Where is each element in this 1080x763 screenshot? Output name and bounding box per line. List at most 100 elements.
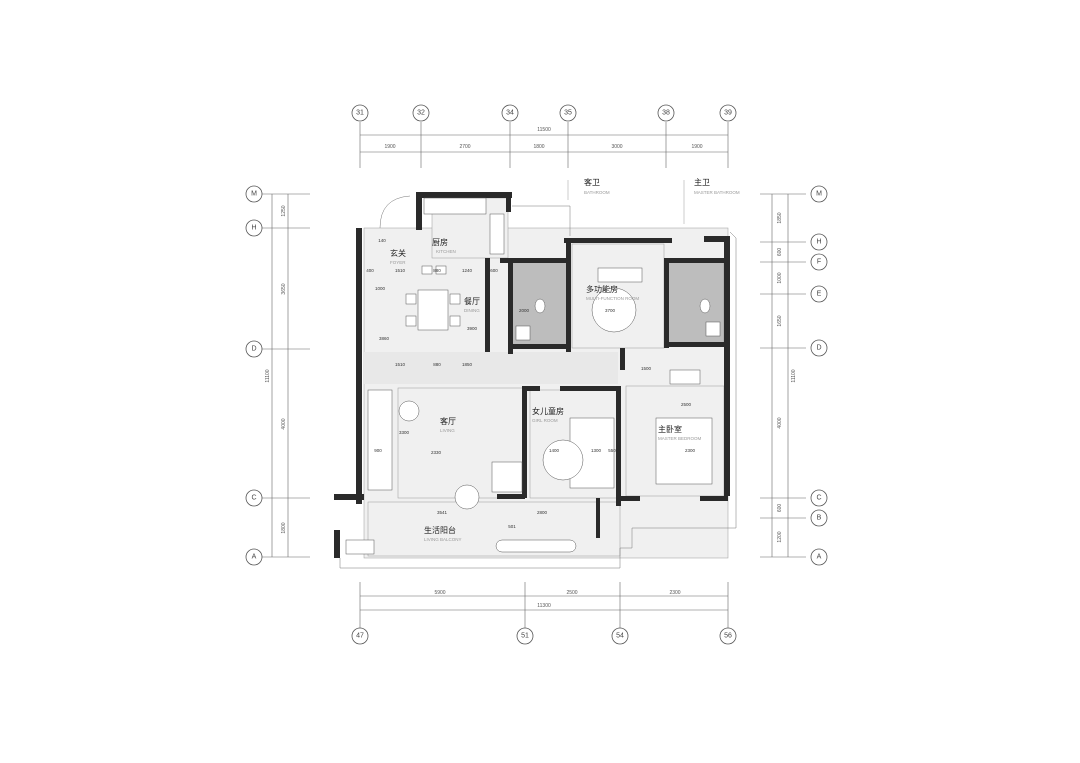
- axis-bubble-right-7: B: [817, 515, 822, 522]
- walls: [334, 192, 730, 558]
- right-dim-3: 1000: [777, 272, 783, 283]
- room-label-master-en: MASTER BEDROOM: [658, 436, 702, 441]
- axis-bubble-right-5: D: [816, 345, 821, 352]
- axis-bubble-bottom-1: 47: [356, 633, 364, 640]
- axis-bubble-top-6: 39: [724, 110, 732, 117]
- inner-dim-3900: 3900: [467, 326, 478, 331]
- axis-bubble-right-3: F: [817, 259, 821, 266]
- top-dim-4: 3000: [611, 144, 622, 150]
- inner-dim-1500: 1500: [641, 366, 652, 371]
- axis-bubble-left-5: A: [252, 554, 257, 561]
- axis-bubble-top-1: 31: [356, 110, 364, 117]
- room-label-guest-bath-en: BATHROOM: [584, 190, 610, 195]
- bottom-dim-3: 2300: [669, 590, 680, 596]
- room-label-master: 主卧室: [658, 424, 682, 434]
- furniture: [345, 197, 721, 555]
- axis-bubble-right-1: M: [816, 191, 822, 198]
- inner-dim-2300: 2300: [685, 448, 696, 453]
- room-label-entry: 玄关: [390, 248, 406, 258]
- left-total-dim: 11100: [265, 369, 271, 382]
- room-label-master-bath-en: MASTER BATHROOM: [694, 190, 740, 195]
- right-dim-1: 1850: [777, 212, 783, 223]
- axis-bubble-right-6: C: [816, 495, 821, 502]
- exterior-outline: [339, 231, 737, 569]
- room-label-kitchen: 厨房: [432, 237, 448, 247]
- room-label-dining-en: DINING: [464, 308, 480, 313]
- axis-bubble-bottom-4: 56: [724, 633, 732, 640]
- left-dim-3: 4000: [281, 418, 287, 429]
- axis-bubble-top-2: 32: [417, 110, 425, 117]
- room-label-balcony-en: LIVING BALCONY: [424, 537, 462, 542]
- right-dim-4: 1650: [777, 315, 783, 326]
- top-axis-bubbles: 31 32 34 35 38 39: [351, 104, 737, 122]
- inner-dim-900: 900: [374, 448, 382, 453]
- room-label-multi-en: MULTI-FUNCTION ROOM: [586, 296, 639, 301]
- right-dim-2: 600: [777, 248, 783, 257]
- top-dim-3: 1800: [533, 144, 544, 150]
- left-axis-bubbles: M H D C A: [245, 185, 263, 566]
- room-label-dining: 餐厅: [464, 297, 480, 306]
- left-dim-4: 1800: [281, 522, 287, 533]
- axis-bubble-left-2: H: [251, 225, 256, 232]
- right-dimensions: 1850 600 1000 1650 4000 600 1200 11100: [760, 193, 806, 558]
- axis-bubble-right-2: H: [816, 239, 821, 246]
- room-label-guest-bath: 客卫: [584, 177, 600, 187]
- axis-bubble-top-3: 34: [506, 110, 514, 117]
- room-label-girl: 女儿童房: [532, 406, 564, 416]
- top-dimensions: 11500 1900 2700 1800 3000 1900: [359, 122, 729, 168]
- top-dim-1: 1900: [384, 144, 395, 150]
- top-dim-2: 2700: [459, 144, 470, 150]
- inner-dim-1400: 1400: [549, 448, 560, 453]
- inner-dim-1240: 1240: [462, 268, 473, 273]
- inner-dim-2000: 2000: [519, 308, 530, 313]
- bottom-dim-2: 2500: [566, 590, 577, 596]
- left-dim-2: 3650: [281, 283, 287, 294]
- inner-dim-3541: 3541: [437, 510, 448, 515]
- axis-bubble-right-4: E: [817, 291, 822, 298]
- inner-dim-400: 400: [366, 268, 374, 273]
- right-axis-bubbles: M H F E D C B A: [810, 185, 828, 566]
- inner-dim-501: 501: [508, 524, 516, 529]
- inner-dim-3860: 3860: [379, 336, 390, 341]
- inner-dim-550: 550: [608, 448, 616, 453]
- room-label-master-bath: 主卫: [694, 177, 710, 187]
- bottom-total-dim: 11300: [537, 603, 551, 609]
- axis-bubble-bottom-3: 54: [616, 633, 624, 640]
- axis-bubble-bottom-2: 51: [521, 633, 529, 640]
- axis-bubble-left-1: M: [251, 191, 257, 198]
- inner-dim-1510-top: 1510: [395, 268, 406, 273]
- inner-dim-3700: 3700: [605, 308, 616, 313]
- inner-dim-1510: 1510: [395, 362, 406, 367]
- inner-dim-600-kitchen: 600: [490, 268, 498, 273]
- inner-dim-1000: 1000: [375, 286, 386, 291]
- inner-dim-880-top: 880: [433, 268, 441, 273]
- inner-dim-140: 140: [378, 238, 386, 243]
- right-dim-5: 4000: [777, 417, 783, 428]
- room-label-balcony: 生活阳台: [424, 525, 456, 535]
- axis-bubble-top-4: 35: [564, 110, 572, 117]
- top-total-dim: 11500: [537, 127, 551, 133]
- inner-dim-2330: 2330: [431, 450, 442, 455]
- bottom-dimensions: 5900 2500 2300 11300: [359, 582, 729, 628]
- room-labels: 玄关 FOYER 厨房 KITCHEN 餐厅 DINING 客卫 BATHROO…: [390, 177, 740, 542]
- inner-dim-3300: 3300: [399, 430, 410, 435]
- inner-dim-1850: 1850: [462, 362, 473, 367]
- room-label-living-en: LIVING: [440, 428, 455, 433]
- room-label-entry-en: FOYER: [390, 260, 406, 265]
- right-dim-6: 600: [777, 504, 783, 513]
- right-total-dim: 11100: [791, 369, 797, 382]
- bottom-axis-bubbles: 47 51 54 56: [351, 627, 737, 645]
- room-label-girl-en: GIRL ROOM: [532, 418, 558, 423]
- kitchen-window: [512, 205, 571, 236]
- room-label-living: 客厅: [440, 416, 456, 426]
- inner-dim-2800: 2800: [537, 510, 548, 515]
- right-dim-7: 1200: [777, 531, 783, 542]
- axis-bubble-left-4: C: [251, 495, 256, 502]
- left-dim-1: 1250: [281, 205, 287, 216]
- bottom-dim-1: 5900: [434, 590, 445, 596]
- inner-dimensions: 1510 880 1240 600 1510 880 1850 3860 390…: [366, 238, 695, 529]
- top-dim-5: 1900: [691, 144, 702, 150]
- left-dimensions: 1250 3650 4000 1800 11100: [262, 193, 310, 558]
- inner-dim-1300: 1300: [591, 448, 602, 453]
